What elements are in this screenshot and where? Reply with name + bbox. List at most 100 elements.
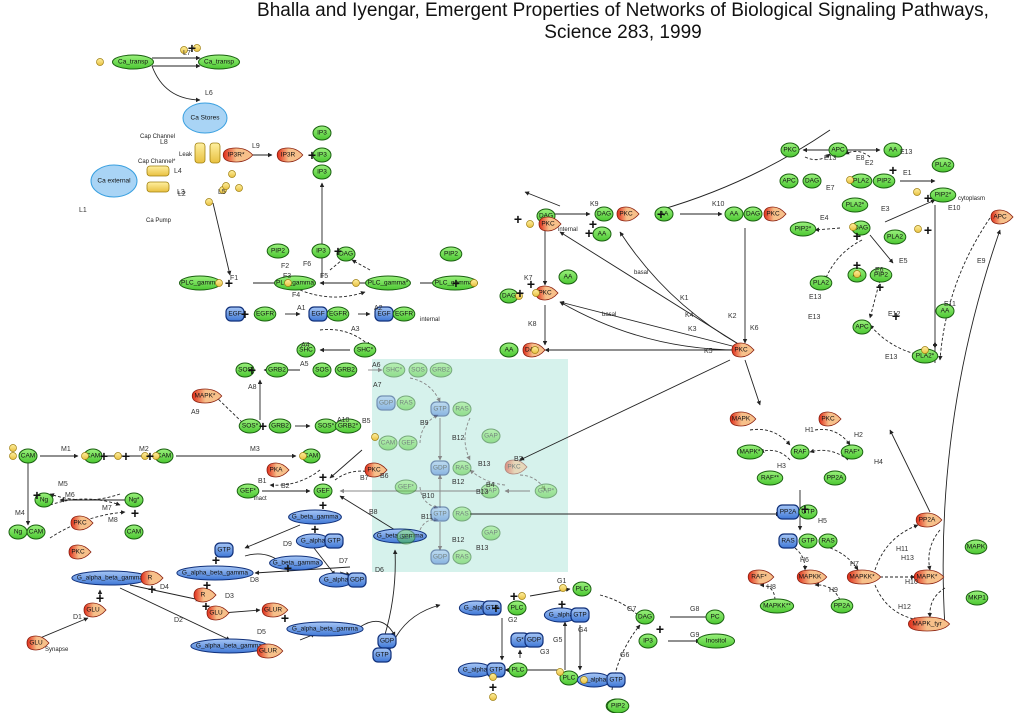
node-mkp1[interactable]: MKP1 [965, 590, 989, 606]
node-sos-star[interactable]: SOS* [314, 418, 338, 434]
node-egf[interactable]: EGF [308, 306, 328, 322]
node-mapk-star[interactable]: MAPK* [191, 388, 223, 404]
node-glur[interactable]: GLUR [261, 602, 289, 618]
node-gtp[interactable]: GTP [606, 672, 626, 688]
node-gtp[interactable]: GTP [372, 647, 392, 663]
node-plc[interactable]: PLC [572, 581, 592, 597]
node-shc-star[interactable]: SHC* [382, 362, 406, 378]
node-dag[interactable]: DAG [336, 246, 356, 262]
node-pip2[interactable]: PIP2 [872, 173, 896, 189]
node-g-alpha-beta-gamma[interactable]: G_alpha_beta_gamma [176, 565, 254, 581]
node-aa[interactable]: AA [592, 226, 612, 242]
node-g-alpha-beta-gamma[interactable]: G_alpha_beta_gamma [190, 638, 268, 654]
node-pkc[interactable]: PKC [763, 206, 787, 222]
node-gap[interactable]: GAP [481, 525, 501, 541]
node-gtp[interactable]: GTP [570, 607, 590, 623]
node-plc-gamma-star[interactable]: PLC_gamma* [432, 275, 478, 291]
node-raf-star-star[interactable]: RAF** [756, 470, 784, 486]
node-dag[interactable]: DAG [594, 206, 614, 222]
node-ip3[interactable]: IP3 [312, 164, 332, 180]
node-sos[interactable]: SOS [408, 362, 428, 378]
node-g-alpha-beta-gamma[interactable]: G_alpha_beta_gamma [71, 570, 149, 586]
node-pkc[interactable]: PKC [68, 544, 92, 560]
node-pip2[interactable]: PIP2 [606, 698, 630, 713]
node-g-alpha-beta-gamma[interactable]: G_alpha_beta_gamma [286, 621, 364, 637]
node-ng[interactable]: Ng [8, 524, 28, 540]
node-cam[interactable]: CAM [26, 524, 46, 540]
node-gdp[interactable]: GDP [524, 632, 544, 648]
node-pkc[interactable]: PKC [70, 515, 94, 531]
node-dag[interactable]: DAG [499, 288, 519, 304]
node-ras[interactable]: RAS [452, 549, 472, 565]
node-aa[interactable]: AA [654, 206, 674, 222]
node-glur[interactable]: GLUR [256, 643, 284, 659]
node-pkc[interactable]: PKC [818, 411, 842, 427]
node-gtp[interactable]: GTP [798, 504, 818, 520]
node-g-beta-gamma[interactable]: G_beta_gamma [269, 555, 323, 571]
node-g-alpha[interactable]: G_alpha [318, 572, 354, 588]
node-egfr[interactable]: EGFR [392, 306, 416, 322]
node-gdp[interactable]: GDP [376, 395, 396, 411]
node-ip3[interactable]: IP3 [312, 147, 332, 163]
node-plc-gamma[interactable]: PLC_gamma [273, 275, 317, 291]
node-pkc[interactable]: PKC [535, 285, 559, 301]
node-ip3[interactable]: IP3 [638, 633, 658, 649]
node-apc[interactable]: APC [779, 173, 799, 189]
node-aa[interactable]: AA [935, 303, 955, 319]
node-ca-transp[interactable]: Ca_transp [111, 54, 155, 70]
node-ng-star[interactable]: Ng* [124, 492, 144, 508]
node-mapkk-star[interactable]: MAPKK* [846, 569, 882, 585]
node-gef[interactable]: GEF [313, 483, 333, 499]
node-plc[interactable]: PLC [508, 662, 528, 678]
node-pc[interactable]: PC [705, 609, 725, 625]
node-g-alpha[interactable]: G_alpha [543, 607, 579, 623]
node-ip3r[interactable]: IP3R [276, 147, 304, 163]
node-gtp[interactable]: GTP [430, 506, 450, 522]
node-mapk-star[interactable]: MAPK* [913, 569, 945, 585]
node-sos[interactable]: SOS [312, 362, 332, 378]
node-shc-star[interactable]: SHC* [353, 342, 377, 358]
node-gtp[interactable]: GTP [214, 542, 234, 558]
node-gtp[interactable]: GTP [430, 401, 450, 417]
node-ip3[interactable]: IP3 [311, 243, 331, 259]
node-ip3[interactable]: IP3 [312, 125, 332, 141]
node-pla2[interactable]: PLA2 [883, 229, 907, 245]
node-pp2a[interactable]: PP2A [830, 598, 854, 614]
node-ras[interactable]: RAS [452, 460, 472, 476]
node-pla2-star[interactable]: PLA2* [841, 197, 869, 213]
node-glu[interactable]: GLU [206, 605, 230, 621]
node-grb2[interactable]: GRB2 [334, 362, 358, 378]
node-cam[interactable]: CAM [124, 524, 144, 540]
node-pkc[interactable]: PKC [538, 216, 562, 232]
node-mapk[interactable]: MAPK [964, 539, 988, 555]
node-raf-star[interactable]: RAF* [840, 444, 864, 460]
node-g-beta-gamma[interactable]: G_beta_gamma [288, 509, 342, 525]
node-aa[interactable]: AA [499, 342, 519, 358]
node-shc[interactable]: SHC [296, 342, 316, 358]
node-gdp[interactable]: GDP [430, 549, 450, 565]
node-mapkk-star-star[interactable]: MAPKK** [759, 598, 795, 614]
node-mapk[interactable]: MAPK [729, 411, 757, 427]
node-pla2[interactable]: PLA2 [809, 275, 833, 291]
node-gap[interactable]: GAP [481, 428, 501, 444]
node-cam[interactable]: CAM [83, 448, 103, 464]
node-aa[interactable]: AA [558, 269, 578, 285]
node-gef[interactable]: GEF [398, 435, 418, 451]
node-sos[interactable]: SOS [235, 362, 255, 378]
node-r[interactable]: R [140, 570, 164, 586]
node-gap[interactable]: GAP [480, 483, 500, 499]
node-pka[interactable]: PKA [266, 462, 290, 478]
node-glu[interactable]: GLU [83, 602, 107, 618]
node-pkc[interactable]: PKC [364, 462, 388, 478]
node-apc[interactable]: APC [828, 142, 848, 158]
node-cam[interactable]: CAM [378, 435, 398, 451]
node-plc[interactable]: PLC [507, 600, 527, 616]
node-pp2a[interactable]: PP2A [823, 470, 847, 486]
node-egfr[interactable]: EGFR [326, 306, 350, 322]
node-gtp[interactable]: GTP [482, 600, 502, 616]
node-r[interactable]: R [193, 587, 217, 603]
node-dag[interactable]: DAG [802, 173, 822, 189]
node-aa[interactable]: AA [724, 206, 744, 222]
node-gdp[interactable]: GDP [430, 460, 450, 476]
node-mapk-tyr[interactable]: MAPK_tyr [907, 616, 951, 632]
